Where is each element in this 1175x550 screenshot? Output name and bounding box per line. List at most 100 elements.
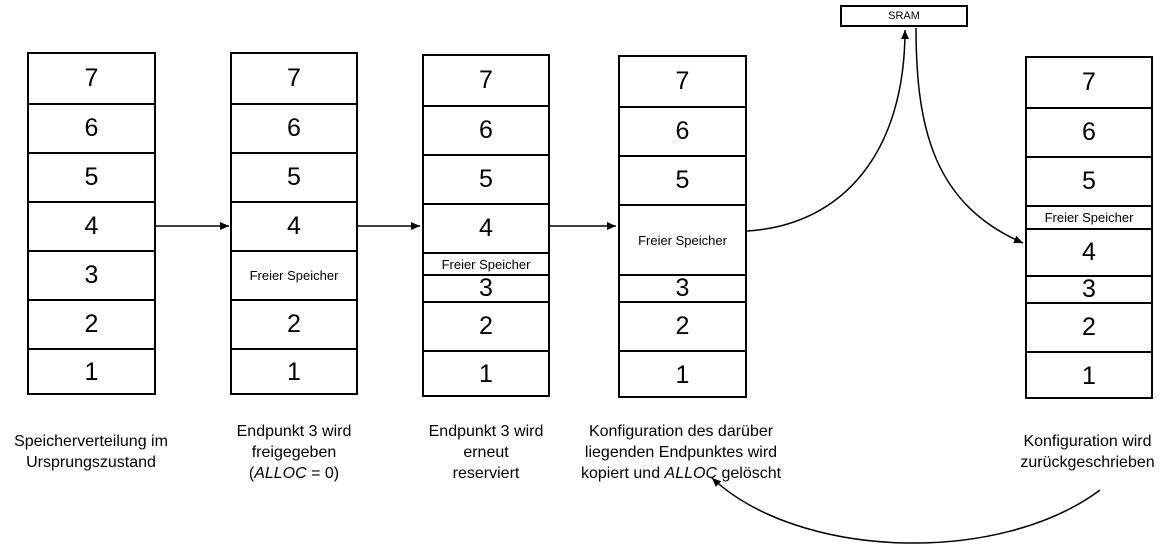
cell-label: 2 [1082,313,1096,341]
free-memory-cell: Freier Speicher [232,250,356,299]
caption-text: gelöscht [717,465,782,482]
caption-line: Ursprungszustand [26,454,156,471]
memory-cell: 4 [29,201,154,250]
memory-cell: 3 [424,274,548,302]
caption-line: Speicherverteilung im [14,433,168,450]
memory-cell: 3 [1027,275,1151,303]
free-memory-cell: Freier Speicher [424,252,548,274]
free-memory-label: Freier Speicher [1044,210,1134,225]
cell-label: 2 [675,312,690,340]
cell-label: 7 [1082,68,1096,96]
alloc-flag: ALLOC [664,465,718,482]
cell-label: 4 [479,214,493,242]
cell-label: 3 [1082,275,1096,303]
cell-label: 6 [287,114,301,142]
caption-2: Endpunkt 3 wird freigegeben (ALLOC = 0) [204,421,384,484]
memory-column-3: 7 6 5 4 Freier Speicher 3 2 1 [422,54,550,397]
memory-column-1: 7 6 5 4 3 2 1 [27,52,156,395]
cell-label: 2 [287,310,301,338]
cell-label: 4 [1082,238,1096,266]
memory-cell: 2 [232,299,356,348]
cell-label: 5 [479,165,493,193]
caption-1: Speicherverteilung im Ursprungszustand [0,431,182,473]
caption-line: freigegeben [251,444,337,461]
memory-cell: 7 [620,57,745,106]
memory-cell: 1 [620,350,745,398]
cell-label: 4 [84,212,99,240]
memory-cell: 5 [1027,156,1151,205]
caption-line: Konfiguration wird [1023,433,1152,450]
cell-label: 3 [84,261,99,289]
caption-line: (ALLOC = 0) [204,463,384,484]
memory-cell: 1 [424,350,548,397]
memory-cell: 5 [232,152,356,201]
arrow-back-curve [711,477,1101,544]
cell-label: 6 [1082,118,1096,146]
cell-label: 1 [84,358,99,386]
memory-cell: 6 [232,103,356,152]
sram-box: SRAM [840,5,968,27]
cell-label: 1 [479,360,493,388]
cell-label: 5 [675,166,690,194]
memory-column-4: 7 6 5 Freier Speicher 3 2 1 [618,55,747,398]
caption-4: Konfiguration des darüber liegenden Endp… [566,421,796,484]
alloc-flag: ALLOC [254,465,307,482]
memory-cell: 2 [29,299,154,348]
free-memory-cell: Freier Speicher [1027,205,1151,228]
caption-5: Konfiguration wird zurückgeschrieben [1000,431,1175,473]
cell-label: 5 [1082,167,1096,195]
caption-line: zurückgeschrieben [1020,454,1155,471]
cell-label: 6 [479,116,493,144]
memory-cell: 5 [424,154,548,203]
memory-cell: 7 [1027,58,1151,107]
memory-cell: 4 [424,203,548,252]
memory-cell: 5 [620,155,745,204]
cell-label: 7 [675,67,690,95]
memory-cell: 6 [1027,107,1151,156]
memory-cell: 1 [29,348,154,395]
memory-cell: 2 [1027,302,1151,351]
memory-cell: 2 [424,301,548,350]
cell-label: 6 [675,117,690,145]
cell-label: 5 [287,163,301,191]
memory-cell: 6 [29,103,154,152]
caption-line: Endpunkt 3 wird [428,423,544,440]
cell-label: 6 [84,114,99,142]
memory-cell: 2 [620,301,745,350]
cell-label: 2 [479,312,493,340]
free-memory-cell: Freier Speicher [620,204,745,274]
cell-label: 7 [287,64,301,92]
caption-text: = 0) [306,465,340,482]
memory-cell: 1 [232,348,356,395]
caption-3: Endpunkt 3 wird erneut reserviert [406,421,566,484]
caption-line: erneut [463,444,509,461]
memory-cell: 3 [29,250,154,299]
cell-label: 1 [675,360,690,389]
memory-cell: 7 [424,56,548,105]
cell-label: 1 [287,358,301,386]
cell-label: 1 [1082,361,1096,390]
memory-cell: 3 [620,274,745,302]
cell-label: 3 [479,274,493,302]
free-memory-label: Freier Speicher [638,232,727,248]
cell-label: 5 [84,163,99,191]
cell-label: 2 [84,310,99,338]
cell-label: 7 [479,66,493,94]
memory-cell: 7 [29,54,154,103]
memory-column-2: 7 6 5 4 Freier Speicher 2 1 [230,52,358,395]
caption-line: liegenden Endpunktes wird [584,444,778,461]
caption-line: reserviert [452,465,520,482]
caption-text: kopiert und [580,465,665,482]
arrow-from-sram [915,27,1024,244]
caption-text: ( [248,465,255,482]
caption-line: Konfiguration des darüber [588,423,774,440]
memory-cell: 6 [424,105,548,154]
memory-cell: 5 [29,152,154,201]
memory-cell: 7 [232,54,356,103]
cell-label: 3 [675,274,690,302]
free-memory-label: Freier Speicher [249,268,339,283]
memory-cell: 4 [1027,228,1151,275]
memory-column-5: 7 6 5 Freier Speicher 4 3 2 1 [1025,56,1153,399]
memory-cell: 6 [620,106,745,155]
